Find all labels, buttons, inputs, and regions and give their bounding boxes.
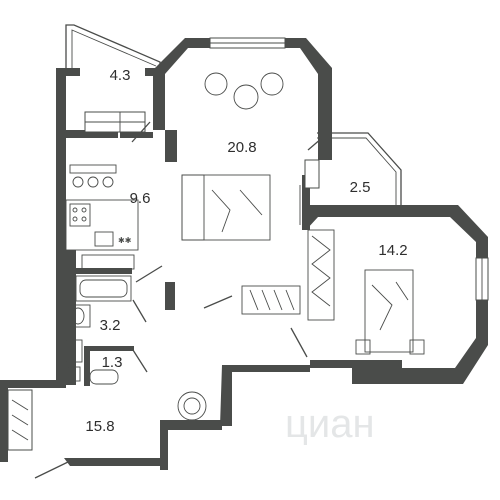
- bedroom-furniture: [307, 229, 425, 355]
- hallway-furniture: [11, 391, 207, 441]
- room-area-kitchen: 9.6: [130, 190, 151, 207]
- loggia-top-outline: [65, 24, 161, 70]
- room-area-living-room: 20.8: [227, 139, 256, 156]
- watermark: циан: [285, 402, 375, 446]
- windows: [7, 37, 489, 451]
- room-area-bedroom: 14.2: [378, 242, 407, 259]
- bathroom-fixtures: [65, 254, 135, 385]
- room-area-bathroom: 3.2: [100, 317, 121, 334]
- walls: [0, 38, 488, 470]
- balcony-right-outline: [317, 132, 402, 205]
- room-area-toilet: 1.3: [102, 354, 123, 371]
- living-room-furniture: [181, 72, 301, 315]
- room-area-hallway: 15.8: [85, 418, 114, 435]
- svg-text:✱✱: ✱✱: [118, 236, 132, 245]
- kitchen-furniture: ✱✱: [65, 164, 139, 251]
- room-area-loggia-top: 4.3: [110, 67, 131, 84]
- room-area-balcony-right: 2.5: [350, 179, 371, 196]
- doors: [34, 121, 323, 479]
